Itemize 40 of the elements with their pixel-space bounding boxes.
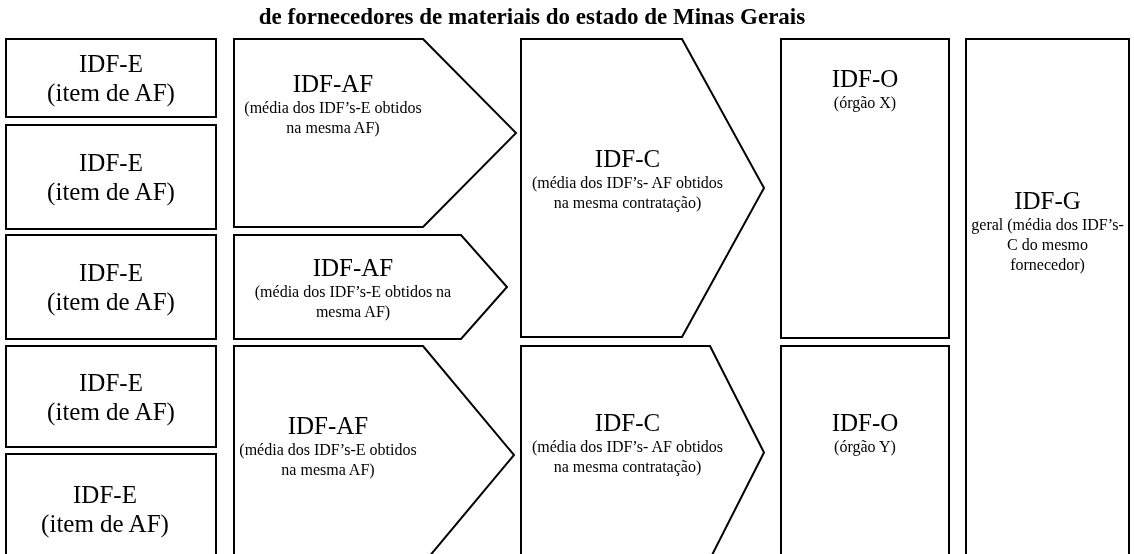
index-description: (média dos IDF’s- AF obtidos na mesma contratação) (530, 172, 725, 213)
chevron-box (233, 345, 515, 554)
index-box (5, 453, 217, 554)
index-description: (órgão X) (833, 93, 897, 113)
index-name: IDF-C (594, 143, 661, 173)
index-description: (item de AF) (47, 396, 175, 426)
index-name: IDF-E (79, 367, 143, 397)
index-description: (média dos IDF’s-E obtidos na mesma AF) (239, 439, 417, 480)
index-name: IDF-E (73, 480, 137, 509)
index-name: IDF-AF (292, 68, 374, 98)
index-box (5, 345, 217, 448)
index-name: IDF-AF (287, 410, 369, 440)
index-name: IDF-E (79, 258, 143, 287)
index-name: IDF-C (594, 408, 661, 437)
chevron-box (233, 38, 517, 228)
index-box (5, 38, 217, 118)
index-description: (média dos IDF’s- AF obtidos na mesma contratação) (530, 437, 725, 477)
index-name: IDF-E (79, 148, 143, 177)
index-description: (item de AF) (41, 509, 169, 538)
chevron-box (520, 38, 765, 338)
index-name: IDF-O (831, 64, 899, 93)
chevron-box (520, 345, 765, 554)
index-description: (média dos IDF’s-E obtidos na mesma AF) (253, 281, 453, 322)
index-box (5, 234, 217, 340)
index-name: IDF-E (79, 49, 143, 78)
index-name: IDF-AF (312, 252, 394, 282)
index-description: (órgão Y) (834, 437, 896, 457)
index-description: geral (média dos IDF’s-C do mesmo fornecedor) (971, 215, 1124, 275)
index-box (5, 124, 217, 230)
index-box (780, 345, 950, 554)
index-name: IDF-O (831, 408, 899, 437)
index-description: (item de AF) (47, 177, 175, 206)
index-description: (item de AF) (47, 287, 175, 316)
index-description: (item de AF) (47, 78, 175, 107)
index-description: (média dos IDF’s-E obtidos na mesma AF) (243, 97, 423, 138)
chevron-box (233, 234, 508, 340)
diagram-title: de fornecedores de materiais do estado de Minas Gerais (257, 4, 807, 30)
index-box (780, 38, 950, 339)
index-box (965, 38, 1130, 554)
index-name: IDF-G (1014, 186, 1081, 215)
